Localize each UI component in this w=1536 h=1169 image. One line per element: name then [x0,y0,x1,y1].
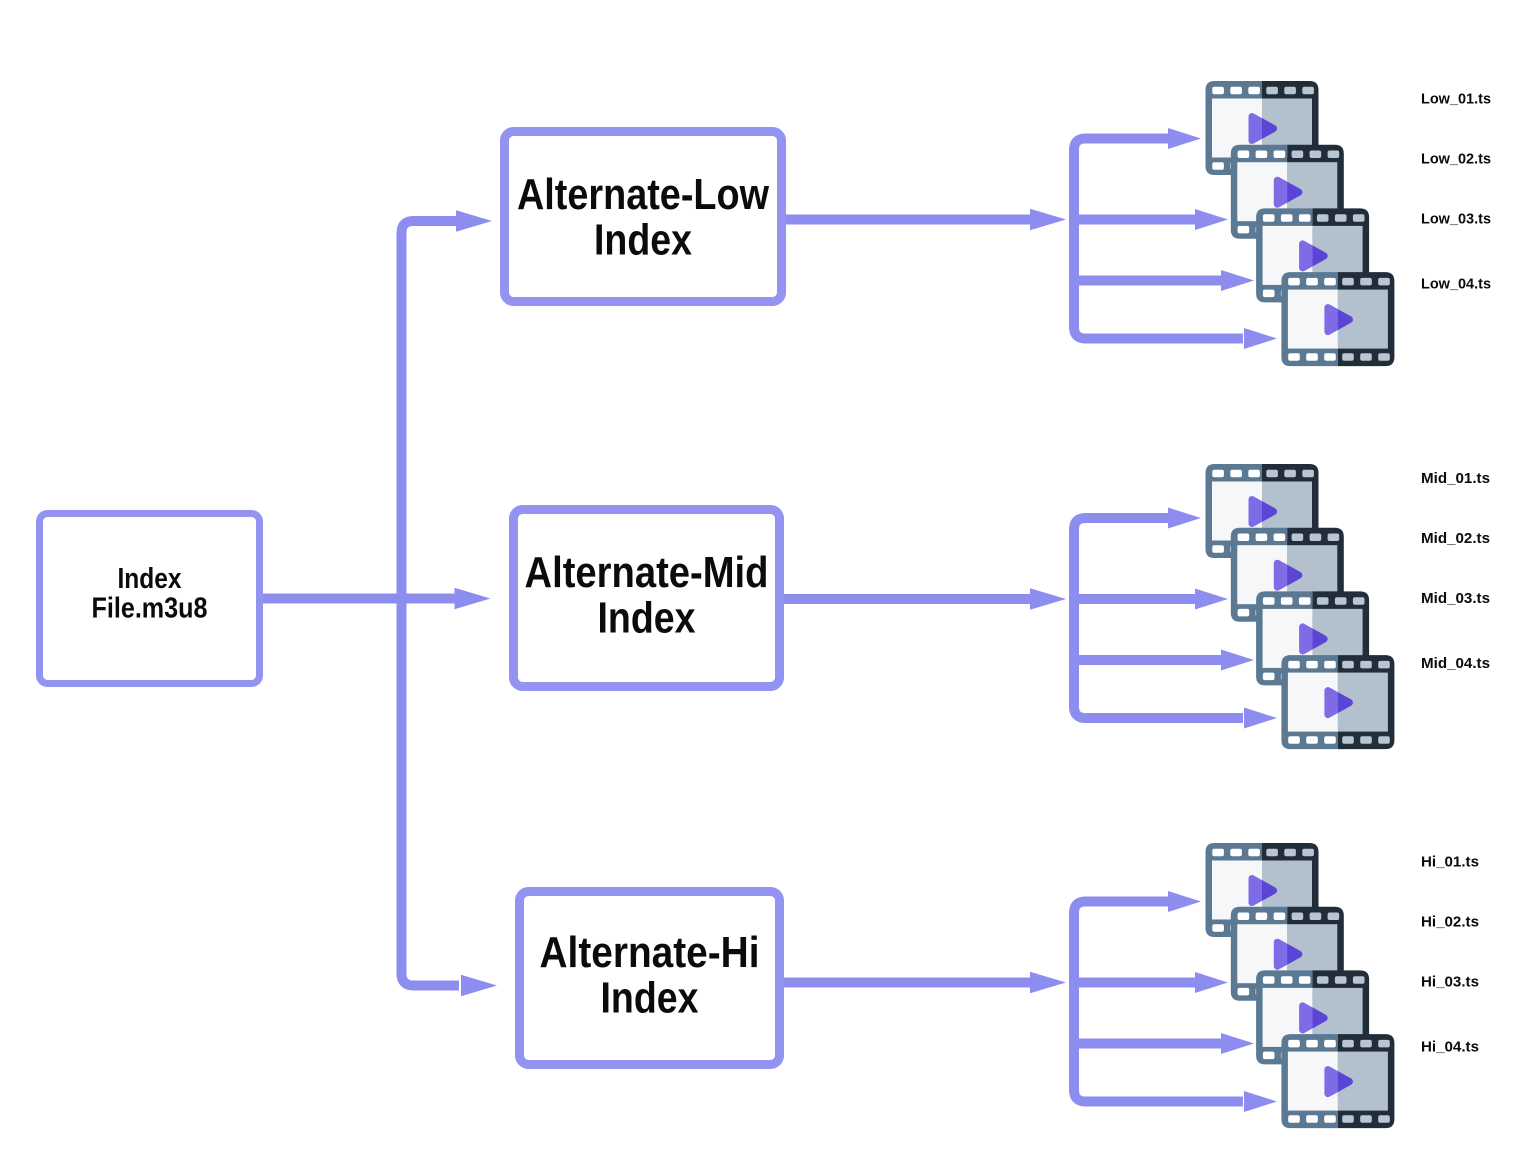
svg-text:Mid_03.ts: Mid_03.ts [1421,590,1490,607]
svg-text:Alternate-Low: Alternate-Low [517,170,770,219]
svg-text:Mid_01.ts: Mid_01.ts [1421,470,1490,487]
svg-text:Low_03.ts: Low_03.ts [1421,211,1491,228]
svg-text:Index: Index [594,216,692,265]
svg-text:Mid_02.ts: Mid_02.ts [1421,530,1490,547]
svg-text:Low_01.ts: Low_01.ts [1421,91,1491,108]
svg-text:Alternate-Mid: Alternate-Mid [525,548,769,597]
svg-text:Low_04.ts: Low_04.ts [1421,276,1491,293]
svg-text:Index: Index [118,563,182,595]
svg-text:Hi_02.ts: Hi_02.ts [1421,914,1479,931]
svg-text:Index: Index [598,594,696,643]
svg-text:Index: Index [601,974,699,1023]
svg-text:Mid_04.ts: Mid_04.ts [1421,655,1490,672]
svg-text:Hi_01.ts: Hi_01.ts [1421,854,1479,871]
svg-text:Alternate-Hi: Alternate-Hi [540,928,760,977]
svg-text:File.m3u8: File.m3u8 [92,593,208,625]
svg-text:Hi_04.ts: Hi_04.ts [1421,1039,1479,1056]
svg-text:Low_02.ts: Low_02.ts [1421,151,1491,168]
svg-text:Hi_03.ts: Hi_03.ts [1421,974,1479,991]
